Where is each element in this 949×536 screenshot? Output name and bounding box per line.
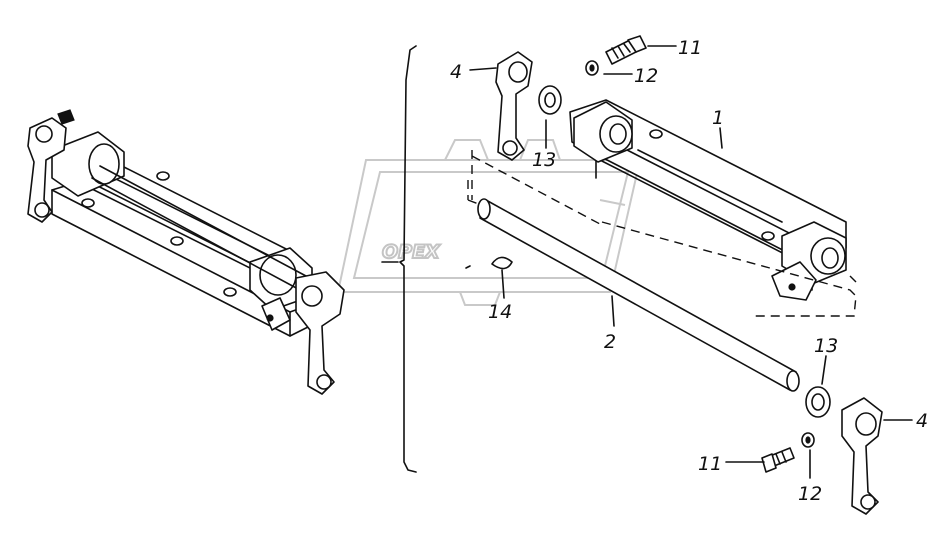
part-11-bolt-bottom [761,447,795,473]
callout-2: 2 [604,331,616,353]
callout-14: 14 [488,301,512,323]
watermark-logo: OPEX [336,139,642,306]
callout-12-bottom: 12 [798,483,822,505]
part-12-lock-washer-bottom [801,432,815,448]
part-1-shaft-bracket [569,99,847,301]
part-13-washer-top [538,85,562,115]
callout-13-bottom: 13 [814,335,838,357]
watermark-text: OPEX [382,241,441,263]
part-13-washer-bottom [805,386,831,418]
callout-4-bottom: 4 [916,410,928,432]
leader-lines [469,45,913,479]
part-4-rocker-arm-top [495,51,533,161]
part-11-bolt-top [605,35,647,65]
part-2-rocker-shaft [477,198,800,392]
callout-12-top: 12 [634,65,658,87]
callout-4-top: 4 [450,61,462,83]
part-14-plug [465,256,513,270]
part-4-rocker-arm-bottom [841,397,883,515]
callout-labels: 1 2 4 4 11 11 12 12 13 13 14 [450,37,928,505]
assembly-guide-lines [467,150,857,317]
part-12-lock-washer-top [585,60,599,76]
assembled-rocker-assembly [27,109,345,395]
callout-11-bottom: 11 [698,453,722,475]
callout-13-top: 13 [532,149,556,171]
callout-11-top: 11 [678,37,702,59]
callout-1: 1 [712,107,724,129]
group-bracket [399,45,417,473]
